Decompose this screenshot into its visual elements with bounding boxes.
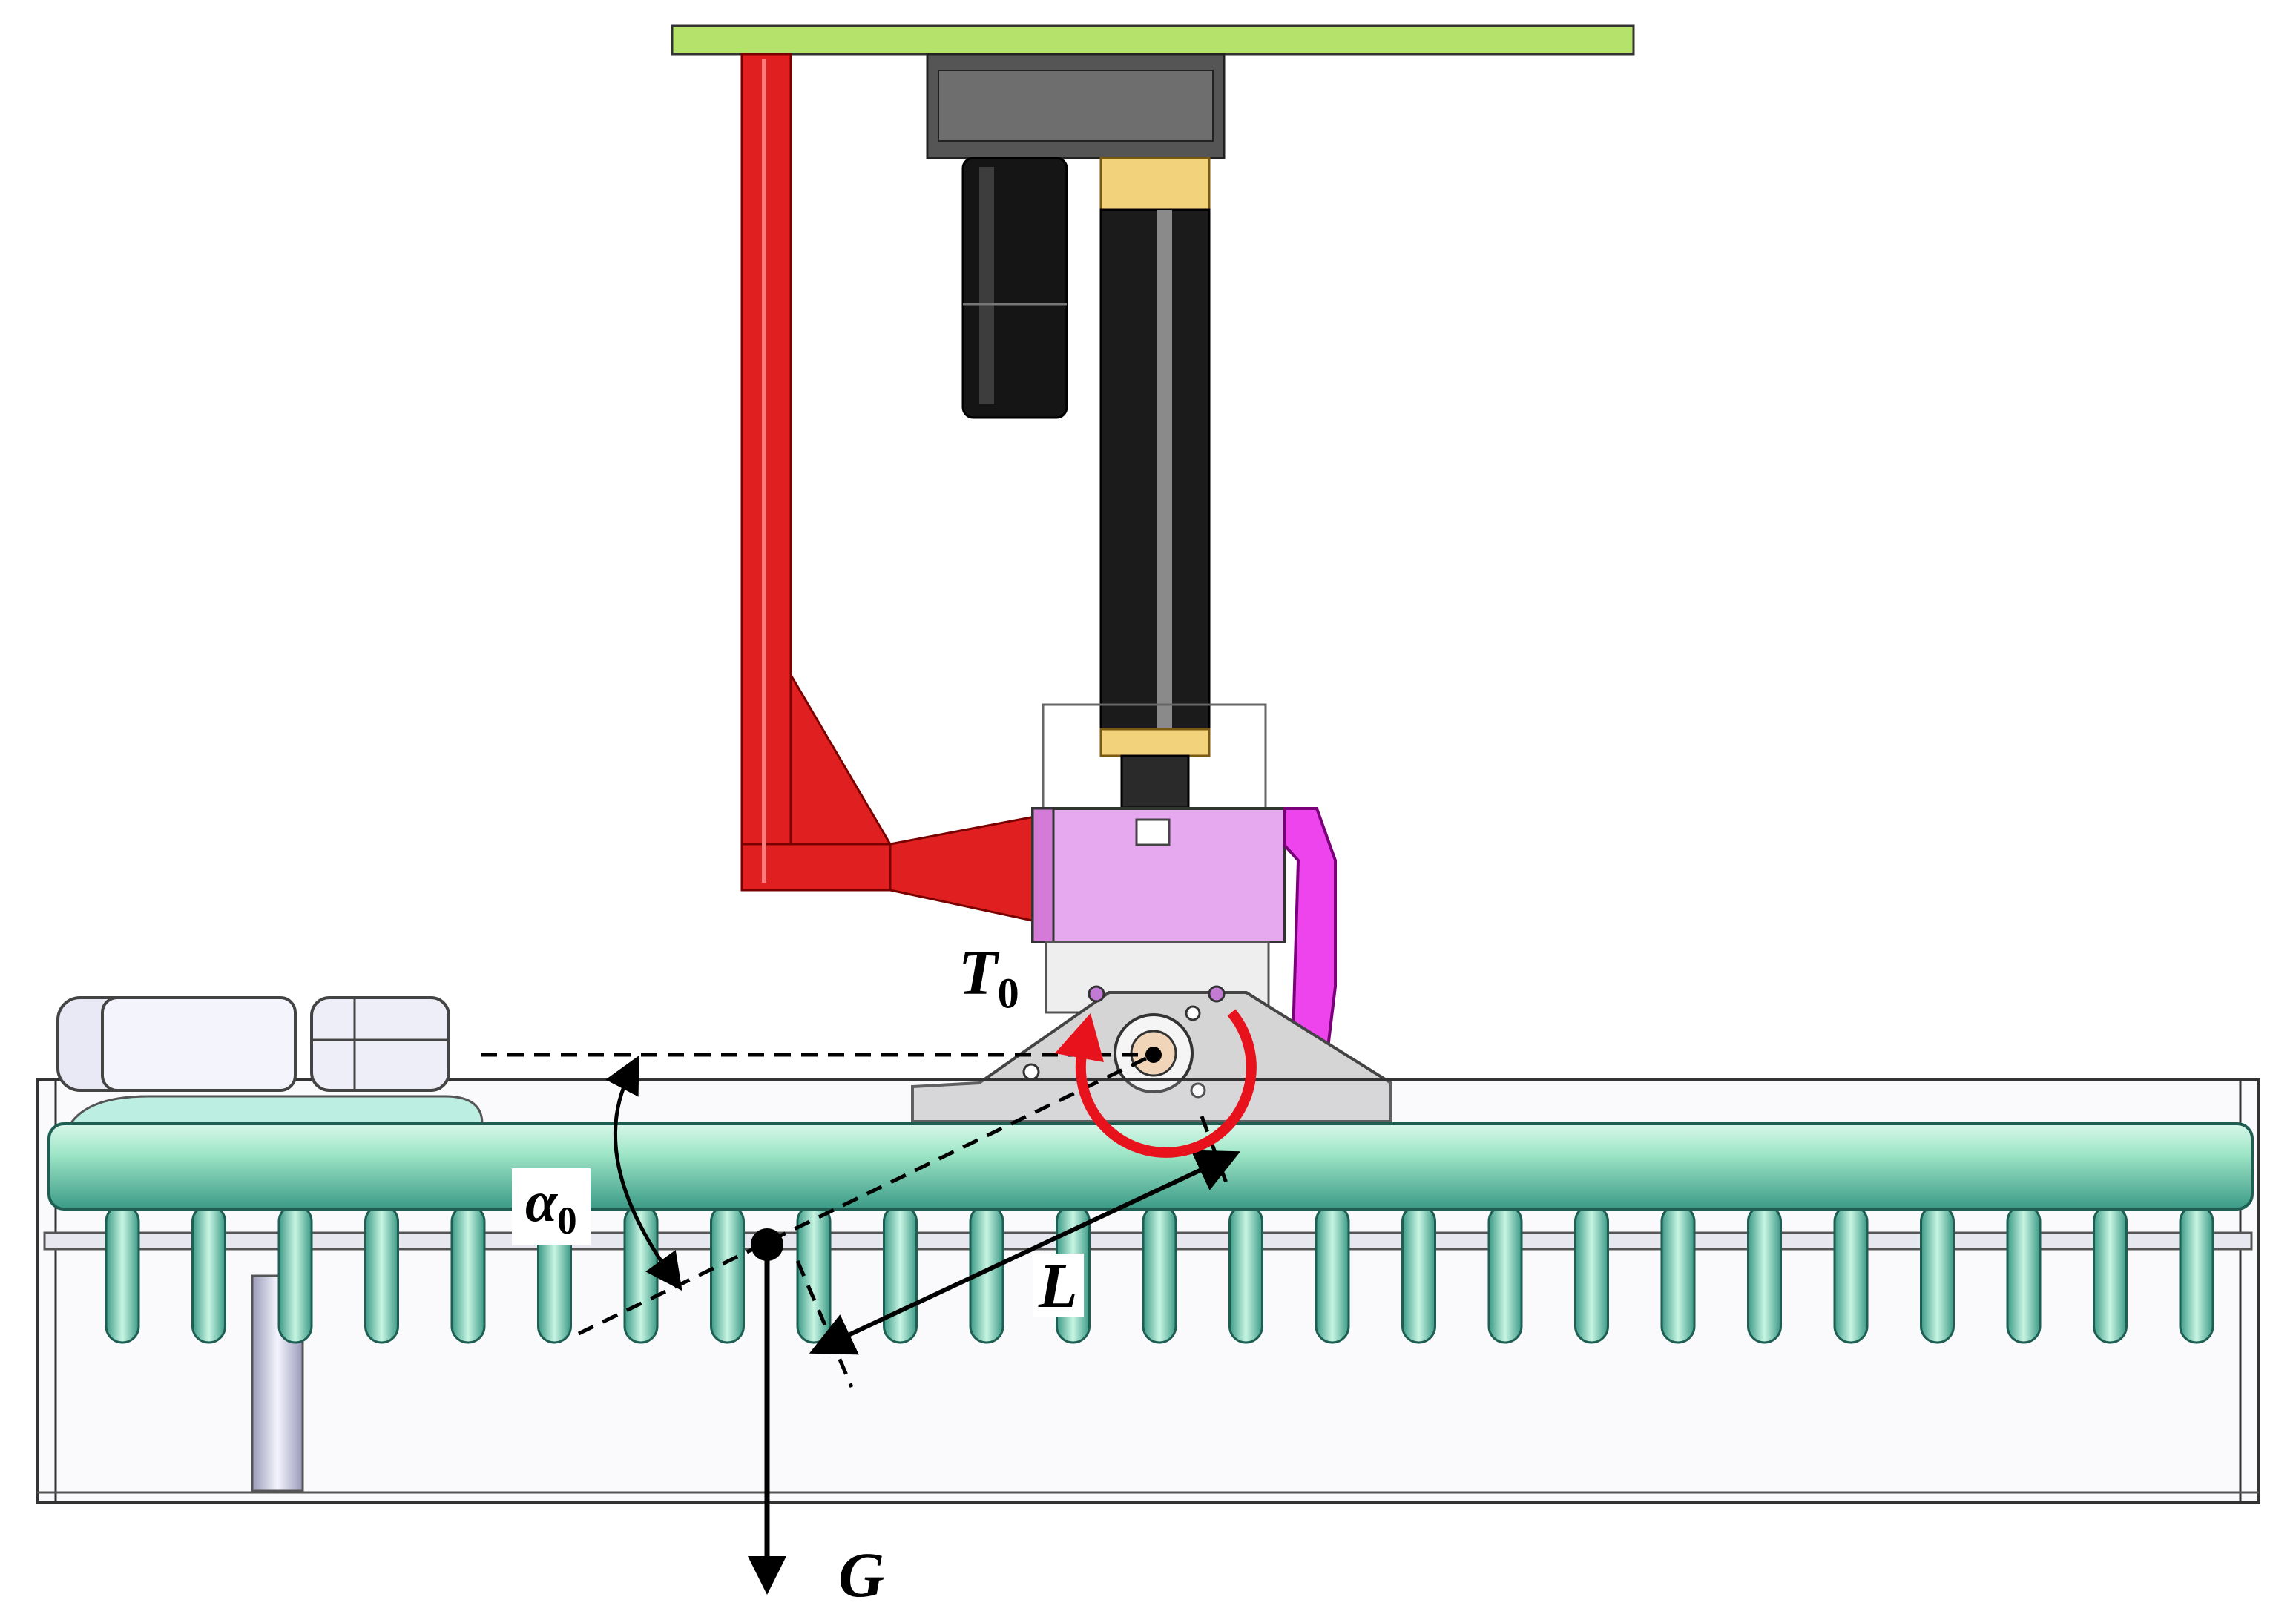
angle-symbol: α (525, 1169, 558, 1234)
length-label: L (1033, 1254, 1084, 1317)
tine (1142, 1204, 1177, 1344)
length-symbol: L (1039, 1250, 1078, 1321)
angle-arc (605, 1055, 682, 1291)
tine (2006, 1204, 2042, 1344)
tine (1747, 1204, 1782, 1344)
gravity-symbol: G (838, 1539, 885, 1610)
tine (1574, 1204, 1609, 1344)
tine (1660, 1204, 1696, 1344)
tine (191, 1204, 226, 1344)
gearbox-housing (1031, 807, 1286, 1014)
angle-subscript: 0 (557, 1199, 577, 1242)
torque-subscript: 0 (997, 969, 1019, 1018)
tine (1833, 1204, 1869, 1344)
agitator-shaft (47, 1122, 2254, 1211)
gravity-vector (748, 1228, 786, 1595)
frame-arm (740, 53, 1047, 925)
tine (2093, 1204, 2128, 1344)
torque-arrow (1055, 1009, 1257, 1158)
tine (364, 1204, 399, 1344)
mounting-plate (671, 24, 1635, 56)
nozzle-housings (56, 996, 484, 1125)
tine (883, 1204, 918, 1344)
tine (1315, 1204, 1350, 1344)
tine (710, 1204, 745, 1344)
length-dimension (809, 1150, 1241, 1355)
tine (105, 1204, 140, 1344)
tine (1228, 1204, 1263, 1344)
tine (450, 1204, 486, 1344)
tine (1487, 1204, 1523, 1344)
linear-actuator (926, 53, 1267, 817)
tine (1401, 1204, 1436, 1344)
torque-label: T0 (958, 941, 1019, 1015)
angle-label: α0 (512, 1168, 591, 1246)
tine (277, 1204, 313, 1344)
tine (2179, 1204, 2214, 1344)
tine (1920, 1204, 1955, 1344)
gravity-label: G (838, 1543, 884, 1607)
torque-symbol: T (958, 937, 998, 1008)
